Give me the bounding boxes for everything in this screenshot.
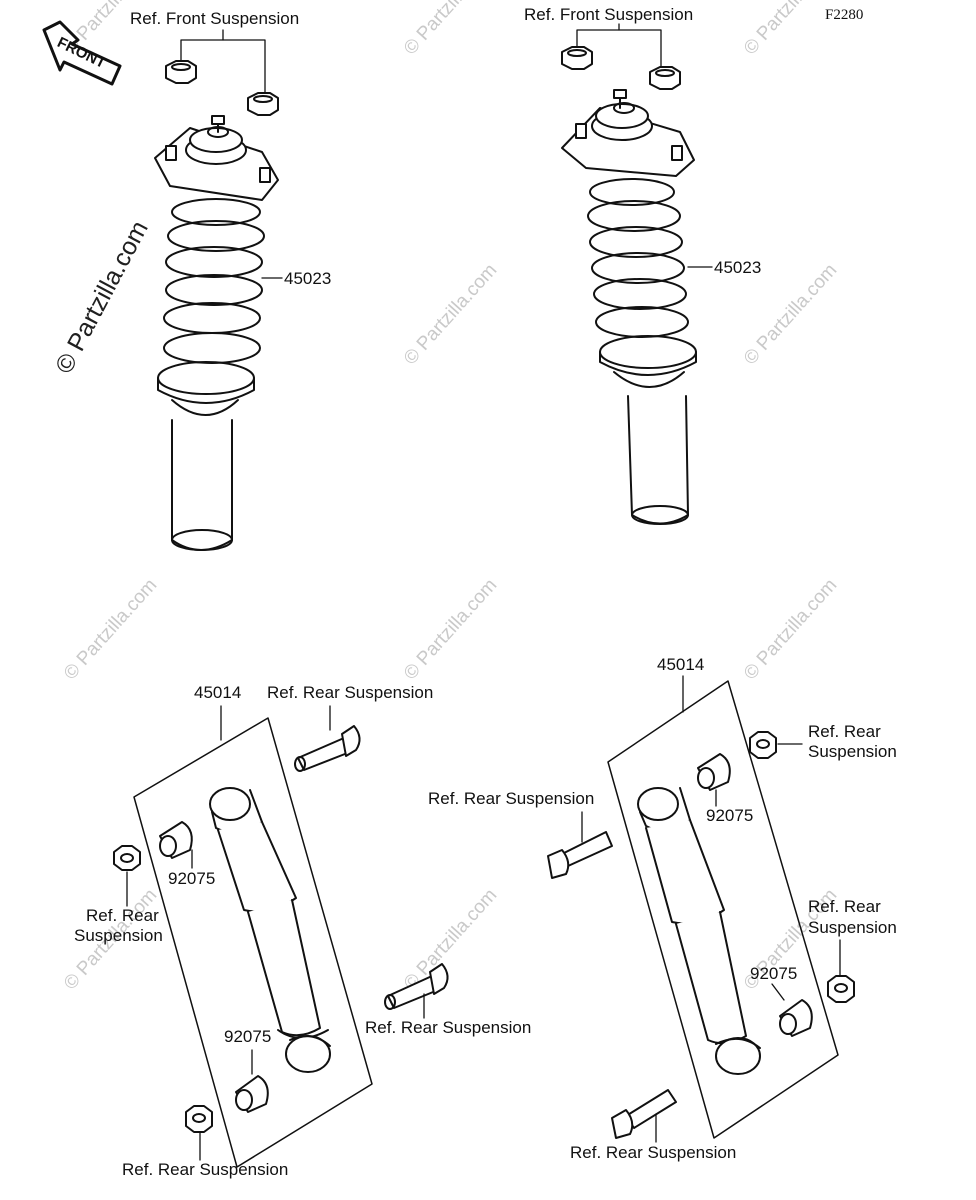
ref-rear-suspension-nut-left-line1: Ref. Rear	[86, 906, 159, 925]
part-number-92075-lower-right: 92075	[750, 964, 798, 983]
ref-rear-suspension-bolt-bottom: Ref. Rear Suspension	[570, 1143, 737, 1162]
part-number-45014-left: 45014	[194, 683, 242, 702]
ref-rear-suspension-nut-top-right-line1: Ref. Rear	[808, 722, 881, 741]
ref-front-suspension-right: Ref. Front Suspension	[524, 5, 694, 24]
ref-rear-suspension-nut-bottom: Ref. Rear Suspension	[122, 1160, 289, 1179]
ref-rear-suspension-bolt-left: Ref. Rear Suspension	[428, 789, 595, 808]
front-shock-left	[154, 29, 283, 551]
part-number-92075-upper-right: 92075	[706, 806, 754, 825]
ref-rear-suspension-nut-top-right-line2: Suspension	[808, 742, 897, 761]
ref-rear-suspension-bolt-mid: Ref. Rear Suspension	[365, 1018, 532, 1037]
ref-front-suspension-left: Ref. Front Suspension	[130, 9, 300, 28]
part-number-92075-upper-left: 92075	[168, 869, 216, 888]
rear-shock-right	[547, 675, 855, 1143]
part-number-45014-right: 45014	[657, 655, 705, 674]
ref-rear-suspension-nut-left-line2: Suspension	[74, 926, 163, 945]
part-number-45023-right: 45023	[714, 258, 762, 277]
figure-code: F2280	[825, 7, 864, 23]
front-shock-right	[561, 23, 713, 525]
ref-rear-suspension-nut-right-line1: Ref. Rear	[808, 897, 881, 916]
front-arrow-icon	[42, 20, 122, 86]
ref-rear-suspension-bolt-top: Ref. Rear Suspension	[267, 683, 434, 702]
part-number-45023-left: 45023	[284, 269, 332, 288]
part-number-92075-lower-left: 92075	[224, 1027, 272, 1046]
rear-shock-left	[113, 705, 449, 1168]
ref-rear-suspension-nut-right-line2: Suspension	[808, 918, 897, 937]
